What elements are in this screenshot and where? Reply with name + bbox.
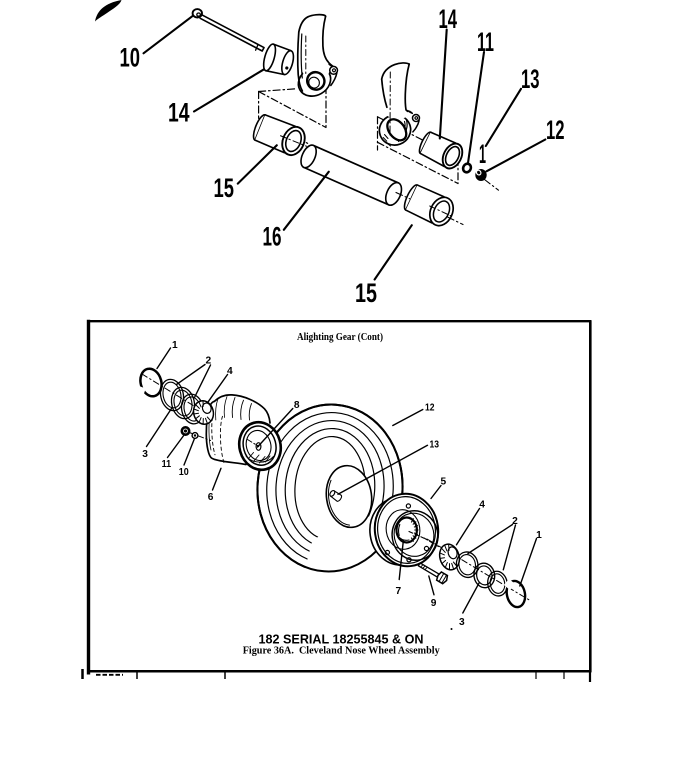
svg-text:12: 12 xyxy=(546,115,565,145)
svg-text:3: 3 xyxy=(459,617,465,628)
svg-text:4: 4 xyxy=(479,500,485,511)
svg-text:15: 15 xyxy=(355,278,377,308)
svg-text:13: 13 xyxy=(430,439,440,450)
svg-text:1: 1 xyxy=(536,530,542,541)
svg-text:3: 3 xyxy=(142,449,148,460)
svg-text:1: 1 xyxy=(479,139,486,169)
svg-text:16: 16 xyxy=(263,222,282,252)
svg-text:12: 12 xyxy=(425,402,435,413)
svg-text:5: 5 xyxy=(441,477,447,488)
svg-text:2: 2 xyxy=(512,516,518,527)
svg-text:6: 6 xyxy=(208,492,214,503)
svg-text:10: 10 xyxy=(120,43,141,73)
svg-text:9: 9 xyxy=(431,598,437,609)
svg-text:182 SERIAL 18255845 & ON: 182 SERIAL 18255845 & ON xyxy=(259,632,424,647)
svg-text:7: 7 xyxy=(396,586,402,597)
svg-text:Alighting Gear (Cont): Alighting Gear (Cont) xyxy=(297,332,383,343)
svg-text:Figure 36A. Cleveland Nose Wh: Figure 36A. Cleveland Nose Wheel Assembl… xyxy=(243,645,440,657)
svg-text:2: 2 xyxy=(206,356,212,367)
svg-text:13: 13 xyxy=(521,64,540,94)
svg-text:10: 10 xyxy=(179,467,189,478)
svg-text:11: 11 xyxy=(477,27,494,57)
svg-text:15: 15 xyxy=(214,173,235,203)
svg-text:4: 4 xyxy=(227,366,233,377)
svg-text:11: 11 xyxy=(162,459,172,470)
svg-text:14: 14 xyxy=(439,4,458,34)
svg-text:8: 8 xyxy=(294,400,300,411)
svg-text:1: 1 xyxy=(172,340,178,351)
svg-text:14: 14 xyxy=(168,98,190,128)
